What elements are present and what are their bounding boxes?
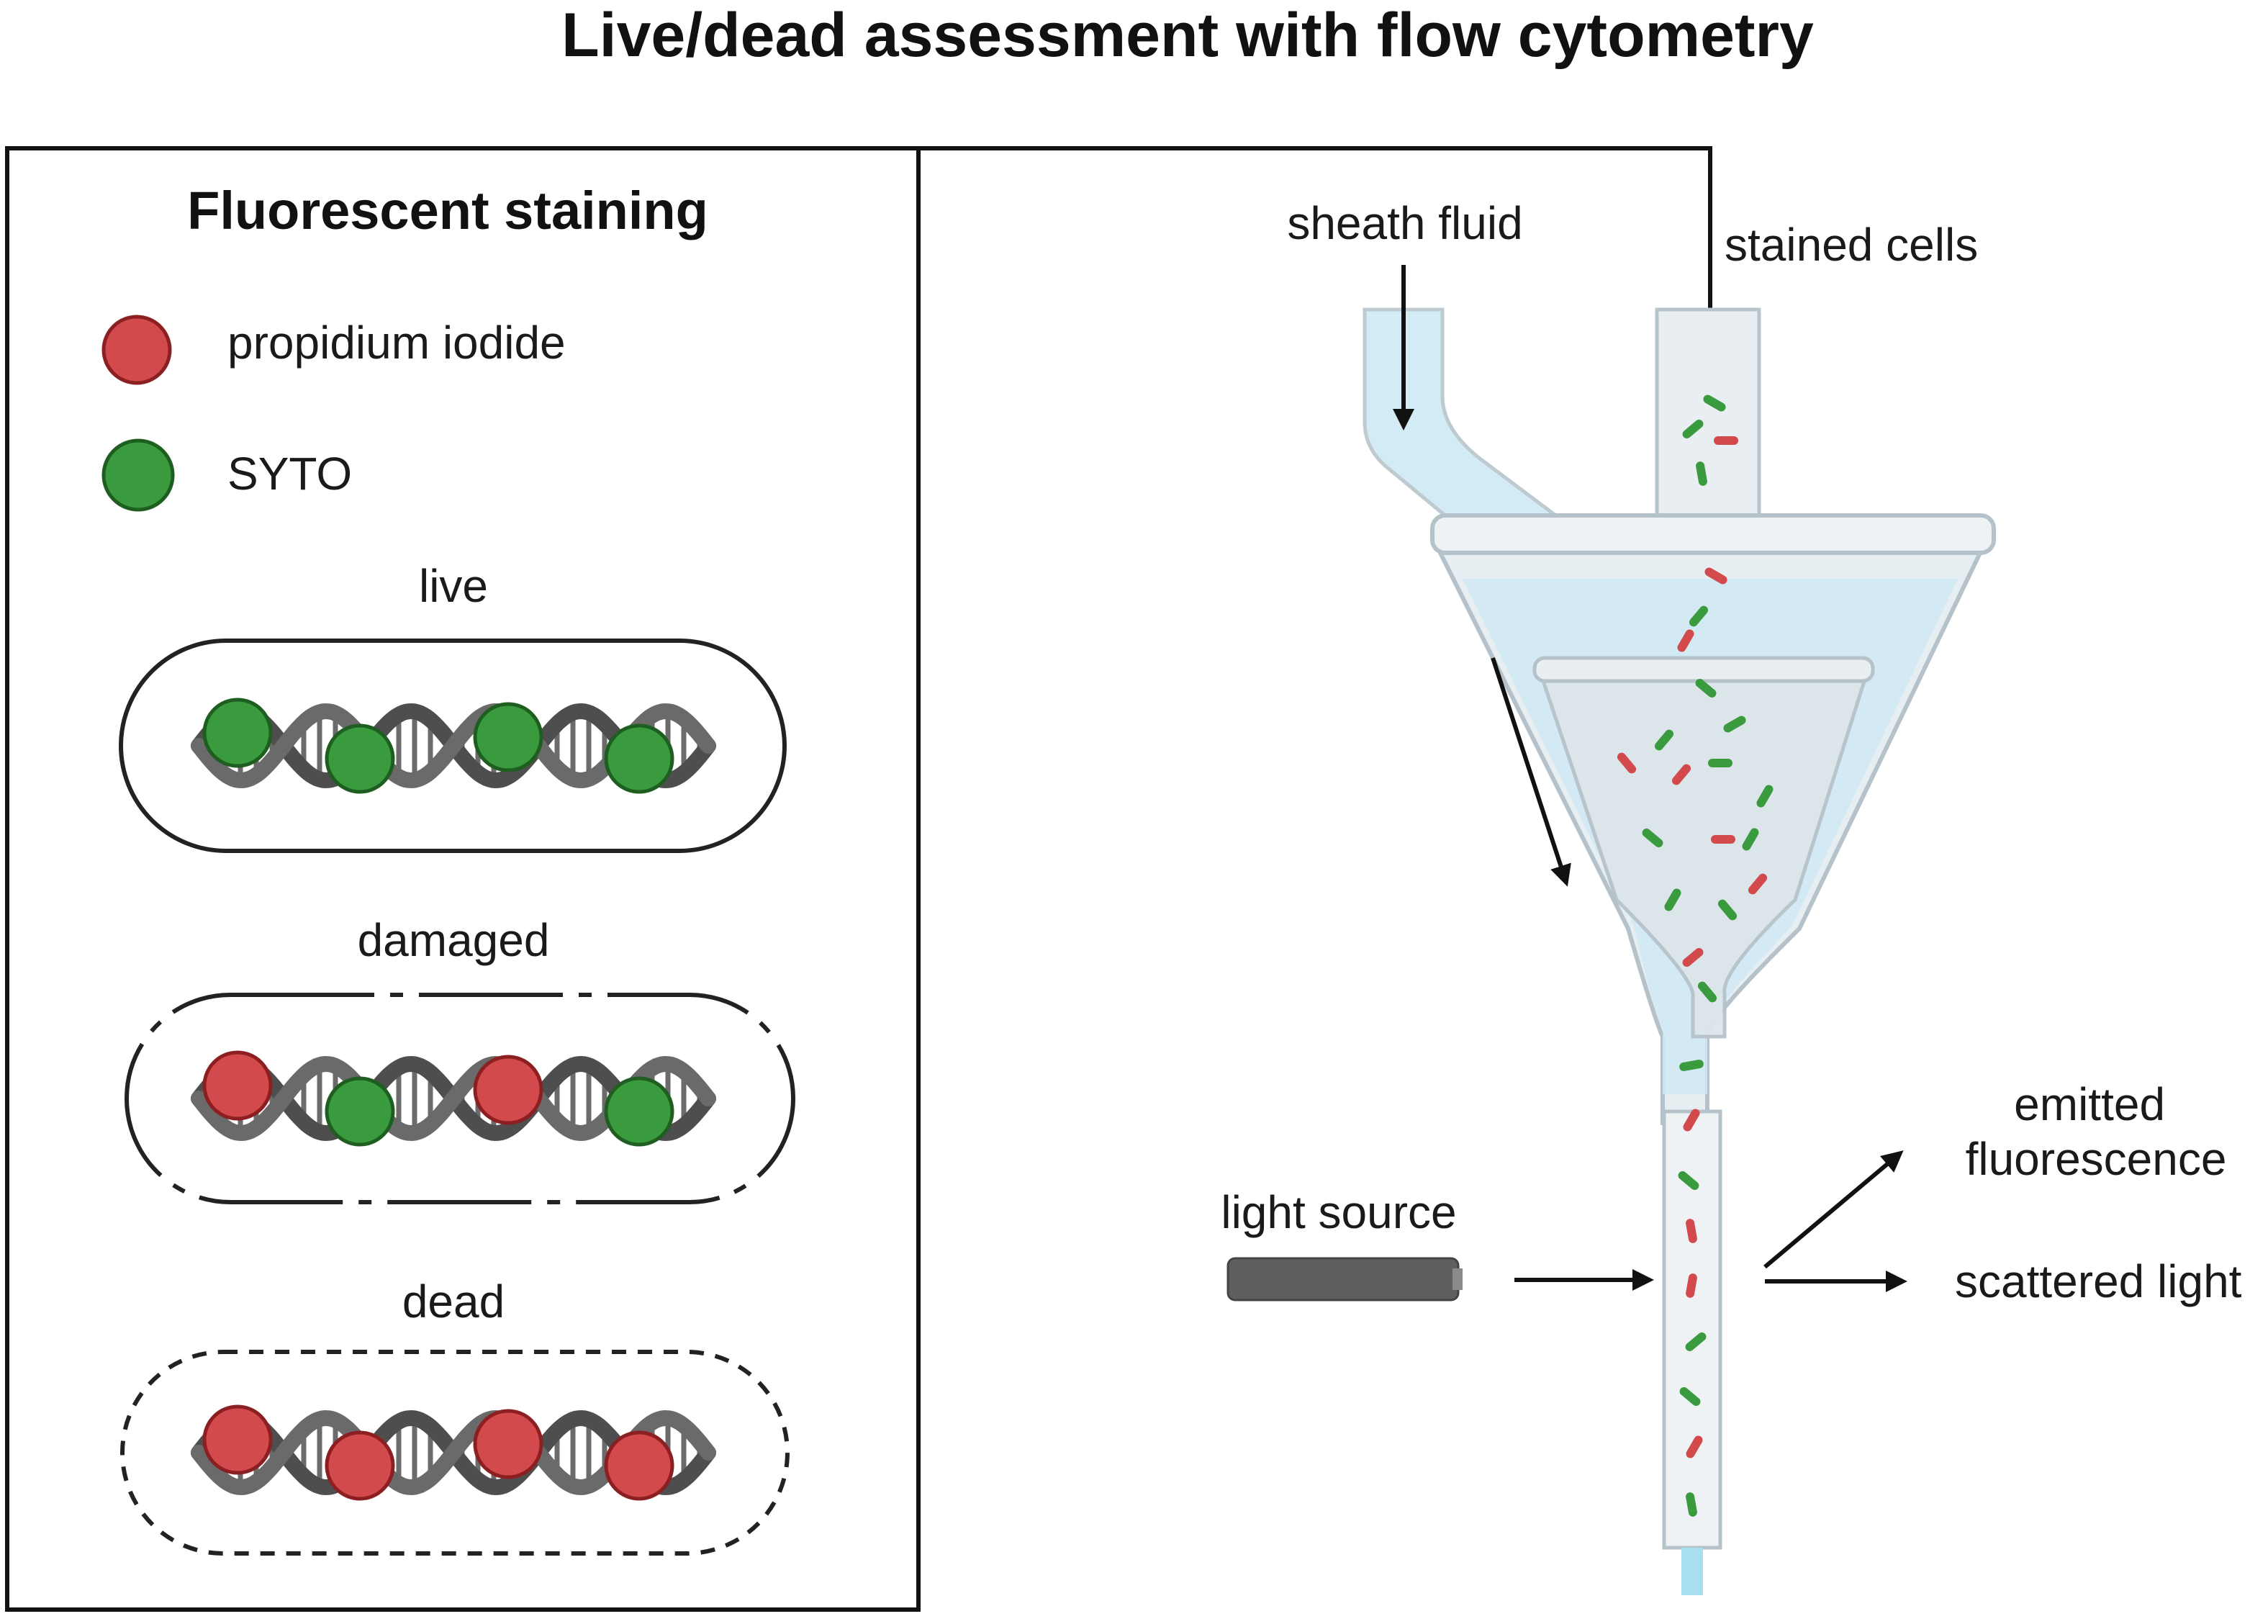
label-stained-cells: stained cells — [1725, 219, 1978, 271]
sheath-fluid-tube — [1363, 307, 1609, 554]
dead-bacterium — [1686, 1273, 1697, 1298]
stain-markers — [202, 1050, 674, 1147]
live-bacterium — [1654, 729, 1674, 751]
legend-propidium-iodide: propidium iodide — [101, 315, 566, 385]
live-bacterium — [1686, 1492, 1697, 1517]
legend-label-propidium-iodide: propidium iodide — [227, 317, 566, 369]
staining-panel: Fluorescent staining propidium iodide SY… — [5, 146, 921, 1612]
damaged-cell — [125, 993, 795, 1204]
live-bacterium — [1679, 1386, 1701, 1407]
fluorescence-arrow — [1763, 1150, 1904, 1269]
propidium-iodide-stain — [473, 1055, 543, 1125]
label-emitted-fluorescence: emitted fluorescence — [1966, 1078, 2227, 1185]
red-stain-swatch — [101, 315, 172, 385]
green-stain-swatch — [101, 438, 175, 512]
propidium-iodide-stain — [473, 1409, 543, 1479]
dead-bacterium — [1686, 1435, 1703, 1458]
label-scattered-light: scattered light — [1955, 1255, 2242, 1307]
live-bacterium — [1685, 1332, 1707, 1352]
capillary-tube — [1662, 1109, 1722, 1550]
label-fluorescence: fluorescence — [1966, 1133, 2227, 1185]
inner-funnel-rim — [1532, 656, 1875, 683]
stain-markers — [202, 698, 674, 794]
dead-bacterium — [1714, 436, 1738, 445]
live-bacterium — [1682, 419, 1704, 439]
funnel-rim — [1430, 513, 1996, 555]
dead-bacterium — [1711, 835, 1735, 844]
syto-stain — [325, 1076, 395, 1147]
label-sheath-fluid: sheath fluid — [1287, 197, 1522, 249]
dead-cell — [120, 1350, 790, 1556]
live-bacterium — [1723, 716, 1746, 733]
dead-bacterium — [1683, 1109, 1700, 1132]
staining-panel-frame — [5, 146, 921, 1612]
live-bacterium — [1697, 981, 1717, 1003]
live-bacterium — [1703, 394, 1726, 412]
diagram-title: Live/dead assessment with flow cytometry — [561, 1, 1814, 70]
outflow — [1681, 1548, 1703, 1595]
propidium-iodide-stain — [604, 1430, 674, 1501]
live-bacterium — [1717, 899, 1738, 921]
syto-stain — [473, 702, 543, 772]
funnel-flow-arrow — [1491, 657, 1571, 887]
live-cell — [119, 639, 787, 853]
stained-cells-arrow — [918, 146, 1721, 348]
cell-label-live: live — [419, 560, 488, 612]
cell-label-damaged: damaged — [358, 914, 550, 966]
syto-stain — [604, 1076, 674, 1147]
live-bacterium — [1689, 605, 1709, 627]
dead-bacterium — [1704, 567, 1727, 585]
syto-stain — [325, 723, 395, 794]
dead-bacterium — [1677, 629, 1694, 652]
bacteria-stream — [1617, 394, 1774, 1517]
cell-label-dead: dead — [402, 1276, 505, 1327]
label-emitted: emitted — [2014, 1078, 2165, 1130]
live-bacterium — [1708, 759, 1732, 767]
dead-bacterium — [1682, 947, 1704, 967]
live-bacterium — [1664, 888, 1681, 911]
live-bacterium — [1678, 1170, 1699, 1191]
propidium-iodide-stain — [202, 1404, 273, 1475]
stain-markers — [202, 1404, 674, 1501]
dead-bacterium — [1748, 873, 1768, 895]
legend-label-syto: SYTO — [227, 448, 352, 500]
staining-panel-heading: Fluorescent staining — [187, 181, 708, 240]
dead-bacterium — [1671, 764, 1691, 785]
propidium-iodide-stain — [325, 1430, 395, 1501]
live-bacterium — [1696, 461, 1707, 486]
dead-bacterium — [1617, 752, 1637, 774]
live-bacterium — [1695, 678, 1717, 698]
live-bacterium — [1742, 828, 1759, 851]
live-bacterium — [1642, 828, 1663, 848]
live-bacterium — [1679, 1060, 1704, 1071]
propidium-iodide-stain — [202, 1050, 273, 1121]
syto-stain — [202, 698, 273, 768]
light-source-device — [1226, 1257, 1463, 1302]
syto-stain — [604, 723, 674, 794]
live-bacterium — [1756, 785, 1774, 808]
dead-bacterium — [1686, 1219, 1697, 1243]
flow-cell — [1363, 307, 1996, 1595]
legend-syto: SYTO — [101, 438, 352, 512]
label-light-source: light source — [1221, 1186, 1456, 1238]
